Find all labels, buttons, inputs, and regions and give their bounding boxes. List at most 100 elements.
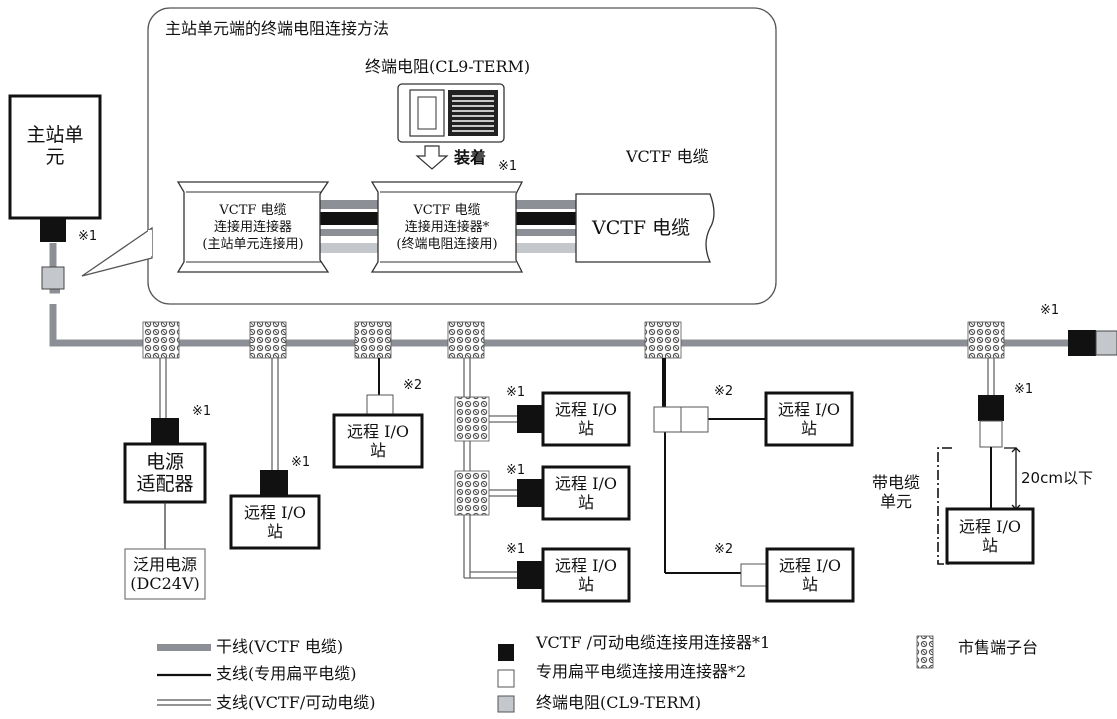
remote-io-line1: 远程 I/O (555, 556, 617, 575)
connector-right-body (370, 181, 524, 273)
master-unit-line2: 元 (45, 146, 65, 168)
connector-right-line2: 连接用连接器* (404, 219, 490, 235)
remote-io-label: 远程 I/O 站 (234, 499, 316, 545)
cable-unit-line1: 带电缆 (871, 473, 920, 492)
remote-io-box (541, 465, 631, 521)
master-terminator (41, 266, 65, 290)
note-mark: ※1 (506, 542, 526, 557)
remote-io-box (945, 507, 1035, 565)
remote-io-line2: 站 (577, 575, 594, 594)
terminator-component-icon (397, 83, 505, 143)
note-mark: ※1 (498, 159, 518, 174)
flat-connector (740, 563, 768, 587)
trunk-line (49, 243, 1070, 347)
trunk-end-connector (1068, 330, 1096, 356)
terminal-block (967, 321, 1005, 359)
flat-connector (366, 394, 394, 416)
remote-io-line2: 站 (577, 419, 594, 438)
vctf-connector (517, 479, 543, 507)
terminal-block (644, 321, 682, 359)
remote-io-box (765, 547, 855, 603)
remote-io-line1: 远程 I/O (778, 400, 840, 419)
remote-io-label: 远程 I/O 站 (546, 552, 626, 598)
remote-io-label: 远程 I/O 站 (770, 552, 850, 598)
trunk-end-terminator (1095, 330, 1117, 356)
legend-vctf-connector-swatch (498, 644, 514, 661)
connector-left-line1: VCTF 电缆 (219, 202, 287, 218)
connector-right-label: VCTF 电缆 连接用连接器* (终端电阻连接用) (378, 194, 516, 260)
connector-right-line1: VCTF 电缆 (413, 202, 481, 218)
connector-left-line2: 连接用连接器 (213, 219, 292, 235)
vctf-cable-end (575, 193, 715, 263)
remote-io-line1: 远程 I/O (555, 474, 617, 493)
remote-io-line2: 站 (369, 441, 386, 460)
vctf-cable-end-label: VCTF 电缆 (592, 217, 691, 239)
remote-io-box (541, 547, 631, 603)
legend-flat-connector-label: 专用扁平电缆连接用连接器*2 (536, 662, 747, 681)
attach-arrow-icon (415, 145, 449, 170)
flat-connector (653, 406, 682, 433)
flat-connector (680, 406, 709, 433)
remote-io-label: 远程 I/O 站 (546, 396, 626, 442)
legend-terminator-swatch (497, 695, 515, 713)
cable-unit-bracket (937, 447, 1021, 565)
remote-io-line1: 远程 I/O (347, 422, 409, 441)
legend-flat-label: 支线(专用扁平电缆) (216, 664, 357, 683)
note-mark: ※1 (1014, 382, 1034, 397)
callout-title: 主站单元端的终端电阻连接方法 (165, 19, 390, 38)
power-supply-line2: (DC24V) (130, 574, 200, 593)
connector-left-body (176, 181, 330, 273)
attach-label: 装着 (454, 148, 487, 167)
remote-io-label: 远程 I/O 站 (337, 418, 419, 464)
terminal-block (142, 321, 180, 359)
terminal-block (249, 321, 287, 359)
vctf-connector (978, 395, 1004, 421)
legend-trunk-label: 干线(VCTF 电缆) (216, 637, 344, 656)
legend-terminal-block-swatch (916, 635, 934, 669)
remote-io-line1: 远程 I/O (244, 503, 306, 522)
branch-vctf-line (463, 358, 517, 579)
vctf-connector (151, 418, 179, 444)
cable-length-label: 20cm以下 (1021, 469, 1093, 487)
cable-unit-line2: 单元 (879, 492, 912, 511)
terminal-block (447, 321, 485, 359)
cable-unit-label: 带电缆 单元 (860, 470, 932, 514)
connector-left-label: VCTF 电缆 连接用连接器 (主站单元连接用) (186, 194, 320, 260)
branch-flat-line (662, 358, 766, 574)
master-unit-box (8, 94, 102, 220)
note-mark: ※1 (506, 385, 526, 400)
legend-terminator-label: 终端电阻(CL9-TERM) (536, 693, 702, 712)
note-mark: ※2 (714, 542, 734, 557)
remote-io-line2: 站 (801, 575, 818, 594)
cable-wires (320, 200, 578, 253)
branch-vctf-line (987, 358, 995, 395)
remote-io-line2: 站 (800, 419, 817, 438)
connector-right-line3: (终端电阻连接用) (396, 236, 498, 252)
terminal-block (354, 321, 392, 359)
terminal-block (454, 470, 490, 516)
legend-vctf-swatch (157, 699, 211, 706)
note-mark: ※1 (291, 455, 311, 470)
vctf-connector (517, 405, 543, 433)
branch-vctf-line (159, 358, 167, 418)
vctf-cable-label: VCTF 电缆 (626, 147, 709, 166)
note-mark: ※2 (714, 384, 734, 399)
power-adapter-line1: 电源 (145, 451, 184, 473)
remote-io-line1: 远程 I/O (779, 556, 841, 575)
terminator-label: 终端电阻(CL9-TERM) (365, 57, 531, 76)
power-supply-box (124, 548, 206, 600)
master-unit-line1: 主站单 (26, 124, 84, 146)
vctf-connector (260, 470, 288, 496)
remote-io-line1: 远程 I/O (959, 517, 1021, 536)
note-mark: ※2 (403, 378, 423, 393)
power-supply-line1: 泛用电源 (132, 555, 197, 574)
note-mark: ※1 (192, 404, 212, 419)
power-supply-label: 泛用电源 (DC24V) (127, 551, 203, 597)
remote-io-label: 远程 I/O 站 (769, 396, 849, 442)
flat-connector (979, 420, 1003, 448)
remote-io-line2: 站 (981, 536, 998, 555)
power-adapter-line2: 适配器 (136, 473, 194, 495)
master-unit-label: 主站单 元 (12, 122, 98, 170)
remote-io-label: 远程 I/O 站 (546, 470, 626, 516)
branch-vctf-line (271, 358, 279, 470)
